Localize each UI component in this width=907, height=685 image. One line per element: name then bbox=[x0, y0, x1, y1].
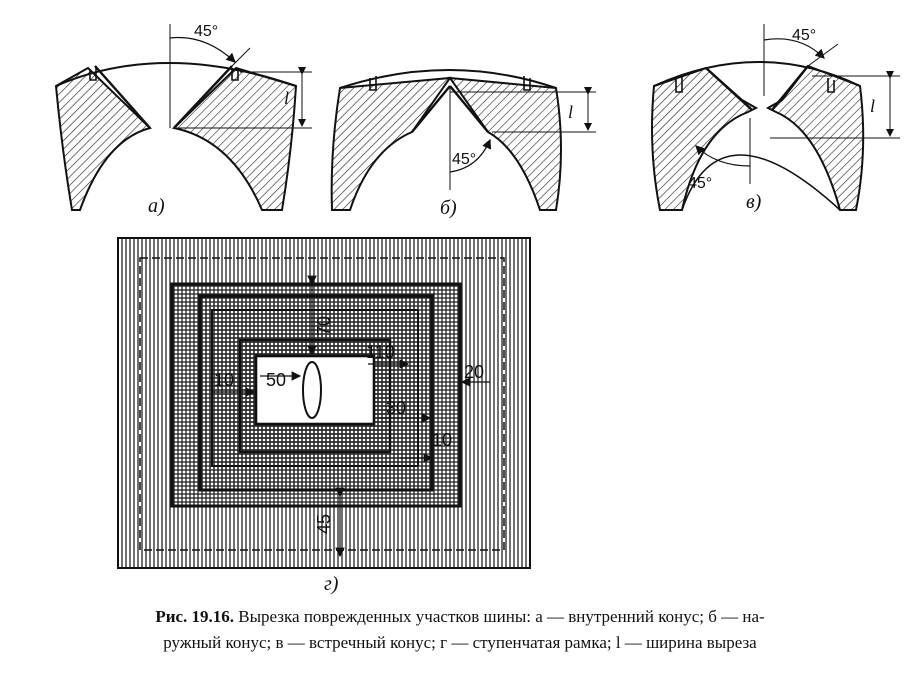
caption-text-1: Вырезка поврежденных участков шины: а — … bbox=[238, 607, 765, 626]
tire-section-right bbox=[171, 66, 298, 211]
dim-10-right: 10 bbox=[432, 430, 452, 450]
caption-line-2: ружный конус; в — встречный конус; г — с… bbox=[163, 633, 757, 652]
panel-label: г) bbox=[324, 573, 339, 595]
angle-label-bottom: 45° bbox=[688, 175, 712, 192]
angle-ray bbox=[231, 47, 251, 67]
width-symbol: l bbox=[284, 88, 289, 108]
width-symbol: l bbox=[870, 96, 875, 116]
cut-line-left bbox=[705, 67, 753, 111]
angle-label: 45° bbox=[194, 23, 218, 40]
groove-right bbox=[827, 78, 835, 93]
cut-line-right bbox=[771, 65, 809, 111]
panel-c-counter-cone: 45° 45° l в) bbox=[651, 24, 900, 213]
width-symbol: l bbox=[568, 102, 573, 122]
tire-repair-diagram: 45° l а) 45° l б) 45° bbox=[54, 23, 900, 595]
cut-line-left bbox=[94, 65, 151, 129]
dim-20: 20 bbox=[464, 362, 484, 382]
dim-110: 110 bbox=[366, 342, 395, 362]
dim-45: 45 bbox=[314, 514, 334, 534]
tread-arc bbox=[55, 62, 297, 87]
panel-d-stepped-frame: 70 110 10 50 20 30 10 45 г) bbox=[117, 237, 531, 595]
groove-right bbox=[523, 76, 531, 91]
groove-left bbox=[369, 76, 377, 91]
angle-arc bbox=[449, 138, 492, 173]
groove-left bbox=[675, 76, 683, 93]
figure-caption: Рис. 19.16. Вырезка поврежденных участко… bbox=[40, 604, 880, 656]
cut-line-right bbox=[449, 85, 489, 133]
dim-30: 30 bbox=[386, 398, 406, 418]
tire-section-right bbox=[447, 76, 562, 211]
dim-50: 50 bbox=[266, 370, 286, 390]
groove-right bbox=[231, 68, 239, 81]
cut-line-left bbox=[411, 85, 451, 133]
figure-number: Рис. 19.16. bbox=[155, 607, 235, 626]
dim-10-left: 10 bbox=[214, 370, 234, 390]
angle-arc-top bbox=[763, 38, 825, 59]
angle-label-top: 45° bbox=[792, 27, 816, 44]
tire-section-left bbox=[330, 76, 453, 211]
angle-label: 45° bbox=[452, 151, 476, 168]
angle-arc bbox=[169, 36, 236, 63]
cut-line-right bbox=[173, 65, 233, 129]
panel-label: а) bbox=[148, 195, 165, 217]
panel-label: в) bbox=[746, 191, 762, 213]
panel-a-internal-cone: 45° l а) bbox=[54, 23, 312, 217]
inner-arc bbox=[681, 154, 841, 211]
damage-puncture bbox=[302, 361, 322, 419]
angle-arc-bottom bbox=[695, 145, 751, 167]
groove-left bbox=[89, 68, 97, 81]
frame-dashed-outline bbox=[139, 257, 505, 551]
caption-line-1: Рис. 19.16. Вырезка поврежденных участко… bbox=[40, 604, 880, 630]
tire-section-left bbox=[54, 66, 152, 211]
dim-70: 70 bbox=[314, 316, 334, 336]
angle-ray bbox=[807, 43, 839, 67]
panel-b-external-cone: 45° l б) bbox=[330, 69, 596, 219]
panel-label: б) bbox=[440, 197, 457, 219]
